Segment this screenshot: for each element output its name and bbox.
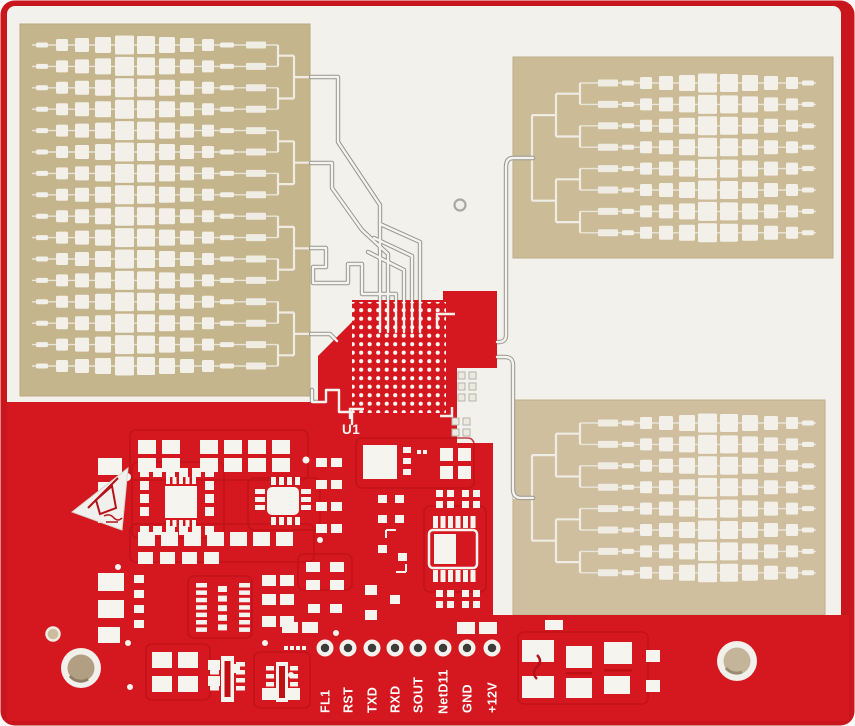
radar-chip-u1: U1 — [342, 312, 455, 437]
chip-via-grid — [352, 302, 446, 413]
pin-label: RXD — [389, 685, 403, 713]
pin-label: TXD — [366, 687, 380, 713]
feed-network-left — [276, 45, 311, 366]
sot-footprint — [266, 662, 298, 702]
pin-label: NetD11 — [437, 669, 451, 714]
pin-labels: FL1 RST TXD RXD SOUT NetD11 GND +12V — [319, 669, 500, 714]
pin-label: FL1 — [319, 690, 333, 713]
chip-corner-bracket — [435, 312, 455, 327]
sot-footprint — [210, 656, 245, 702]
chip-corner-bracket — [440, 407, 454, 418]
antenna-array-left — [19, 23, 311, 397]
power-pads — [522, 640, 660, 698]
tssop-footprint — [196, 583, 250, 632]
pin-label: GND — [461, 684, 475, 713]
mounting-hole-left — [61, 648, 101, 688]
pin-label: +12V — [486, 682, 500, 713]
soic14-footprint — [427, 516, 480, 608]
via-hole — [45, 626, 61, 642]
soic-footprint — [255, 477, 311, 525]
mounting-hole-right — [717, 641, 757, 681]
via-stitch-clusters — [451, 371, 477, 437]
pin-header: FL1 RST TXD RXD SOUT NetD11 GND +12V — [316, 639, 501, 714]
chip-corner-bracket — [348, 407, 364, 419]
antenna-array-bottom-right — [512, 399, 826, 616]
tooling-via — [453, 198, 467, 212]
esd-triangle-sticker — [70, 466, 129, 531]
wave-mark-icon — [532, 654, 542, 680]
pin-label: RST — [342, 687, 356, 713]
pin-label: SOUT — [412, 677, 426, 713]
chip-label: U1 — [342, 422, 360, 437]
pin-holes — [316, 639, 501, 657]
antenna-array-top-right — [512, 56, 834, 259]
qfn-footprint — [140, 468, 214, 535]
